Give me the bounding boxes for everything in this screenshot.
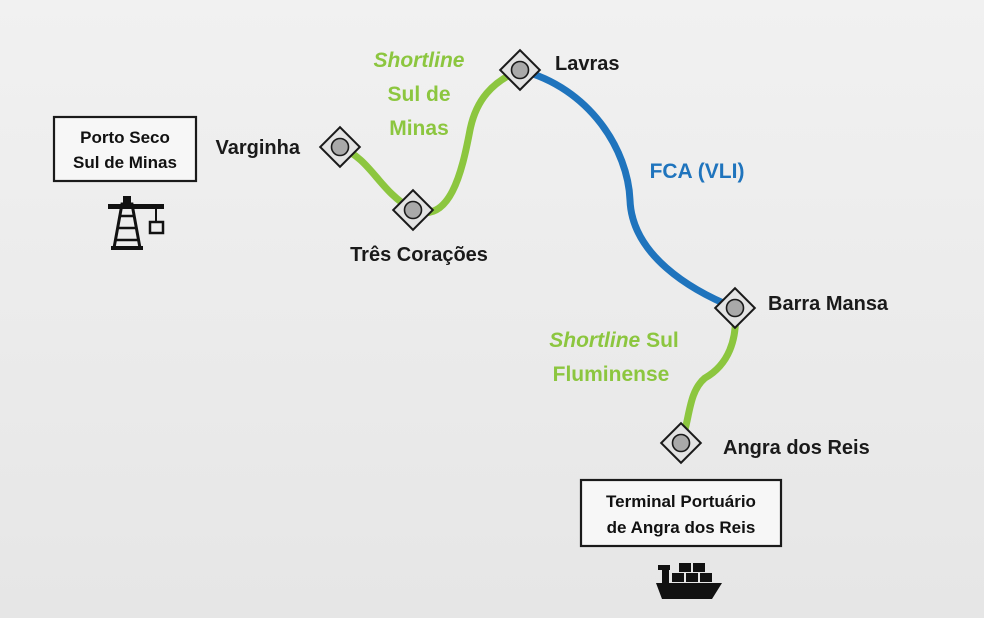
line-label-fca: FCA (VLI) <box>650 160 745 183</box>
line-label-sul-fluminense-italic: Shortline <box>549 329 640 352</box>
route-shortline-sul-de-minas <box>336 66 524 216</box>
line-label-sul-de-minas-italic: Shortline <box>373 49 464 72</box>
station-label-lavras: Lavras <box>555 53 620 75</box>
terminal-angra-line1: Terminal Portuário <box>606 492 756 511</box>
station-marker-barra-mansa <box>713 286 757 330</box>
terminal-porto-seco-line2: Sul de Minas <box>73 153 177 172</box>
line-label-sul-fluminense: Shortline Sul Fluminense <box>549 329 679 386</box>
route-fca-vli <box>516 66 739 312</box>
station-marker-lavras <box>498 48 542 92</box>
line-label-sul-de-minas-line3: Minas <box>389 117 449 140</box>
terminal-box-porto-seco: Porto Seco Sul de Minas <box>52 115 198 183</box>
terminal-angra-line2: de Angra dos Reis <box>607 518 756 537</box>
terminal-box-angra: Terminal Portuário de Angra dos Reis <box>579 478 783 548</box>
cargo-ship-icon <box>656 563 722 599</box>
station-label-angra-dos-reis: Angra dos Reis <box>723 437 870 459</box>
station-marker-angra-dos-reis <box>659 421 703 465</box>
line-label-sul-fluminense-line1: Shortline Sul <box>549 329 679 352</box>
station-marker-tres-coracoes <box>391 188 435 232</box>
route-shortline-sul-fluminense <box>677 304 740 447</box>
station-label-tres-coracoes: Três Corações <box>350 244 488 266</box>
port-crane-icon <box>108 196 165 250</box>
line-label-sul-fluminense-line2: Fluminense <box>553 363 670 386</box>
line-label-sul-de-minas: Shortline Sul de Minas <box>373 49 464 140</box>
line-label-sul-de-minas-line2: Sul de <box>387 83 450 106</box>
line-label-sul-fluminense-rest: Sul <box>640 329 679 352</box>
terminal-porto-seco-line1: Porto Seco <box>80 128 170 147</box>
station-label-varginha: Varginha <box>216 137 301 159</box>
station-label-barra-mansa: Barra Mansa <box>768 293 889 315</box>
station-marker-varginha <box>318 125 362 169</box>
